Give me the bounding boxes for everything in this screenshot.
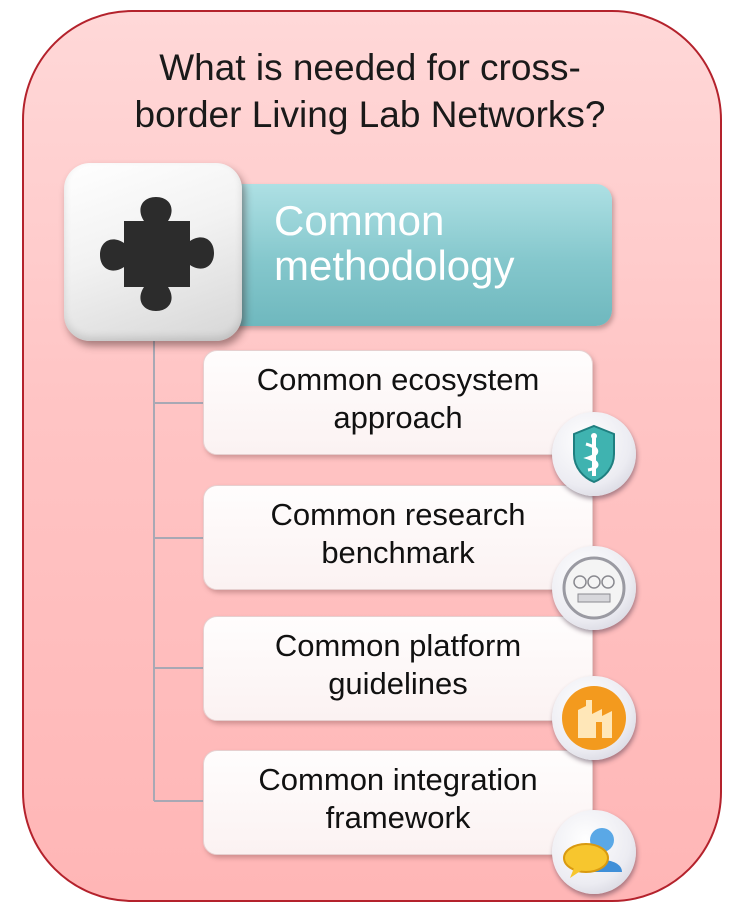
list-item-ecosystem: Common ecosystem approach <box>203 350 593 455</box>
diagram-question: What is needed for cross-border Living L… <box>134 47 606 135</box>
meter-badge <box>552 546 636 630</box>
list-item-platform: Common platform guidelines <box>203 616 593 721</box>
list-item-label: Common platform guidelines <box>274 628 522 701</box>
list-item-label: Common integration framework <box>258 762 538 835</box>
factory-badge <box>552 676 636 760</box>
factory-icon <box>562 686 626 750</box>
meter-icon <box>562 556 626 620</box>
puzzle-piece-icon <box>100 197 214 311</box>
list-item-research: Common research benchmark <box>203 485 593 590</box>
chat-user-icon <box>563 828 622 878</box>
health-shield-badge <box>552 412 636 496</box>
list-item-label: Common research benchmark <box>270 497 526 570</box>
chat-user-badge <box>552 810 636 894</box>
health-shield-icon <box>573 424 615 484</box>
puzzle-tile <box>64 163 242 341</box>
list-item-label: Common ecosystem approach <box>256 362 540 435</box>
method-title: Common methodology <box>274 197 515 289</box>
list-item-integration: Common integration framework <box>203 750 593 855</box>
